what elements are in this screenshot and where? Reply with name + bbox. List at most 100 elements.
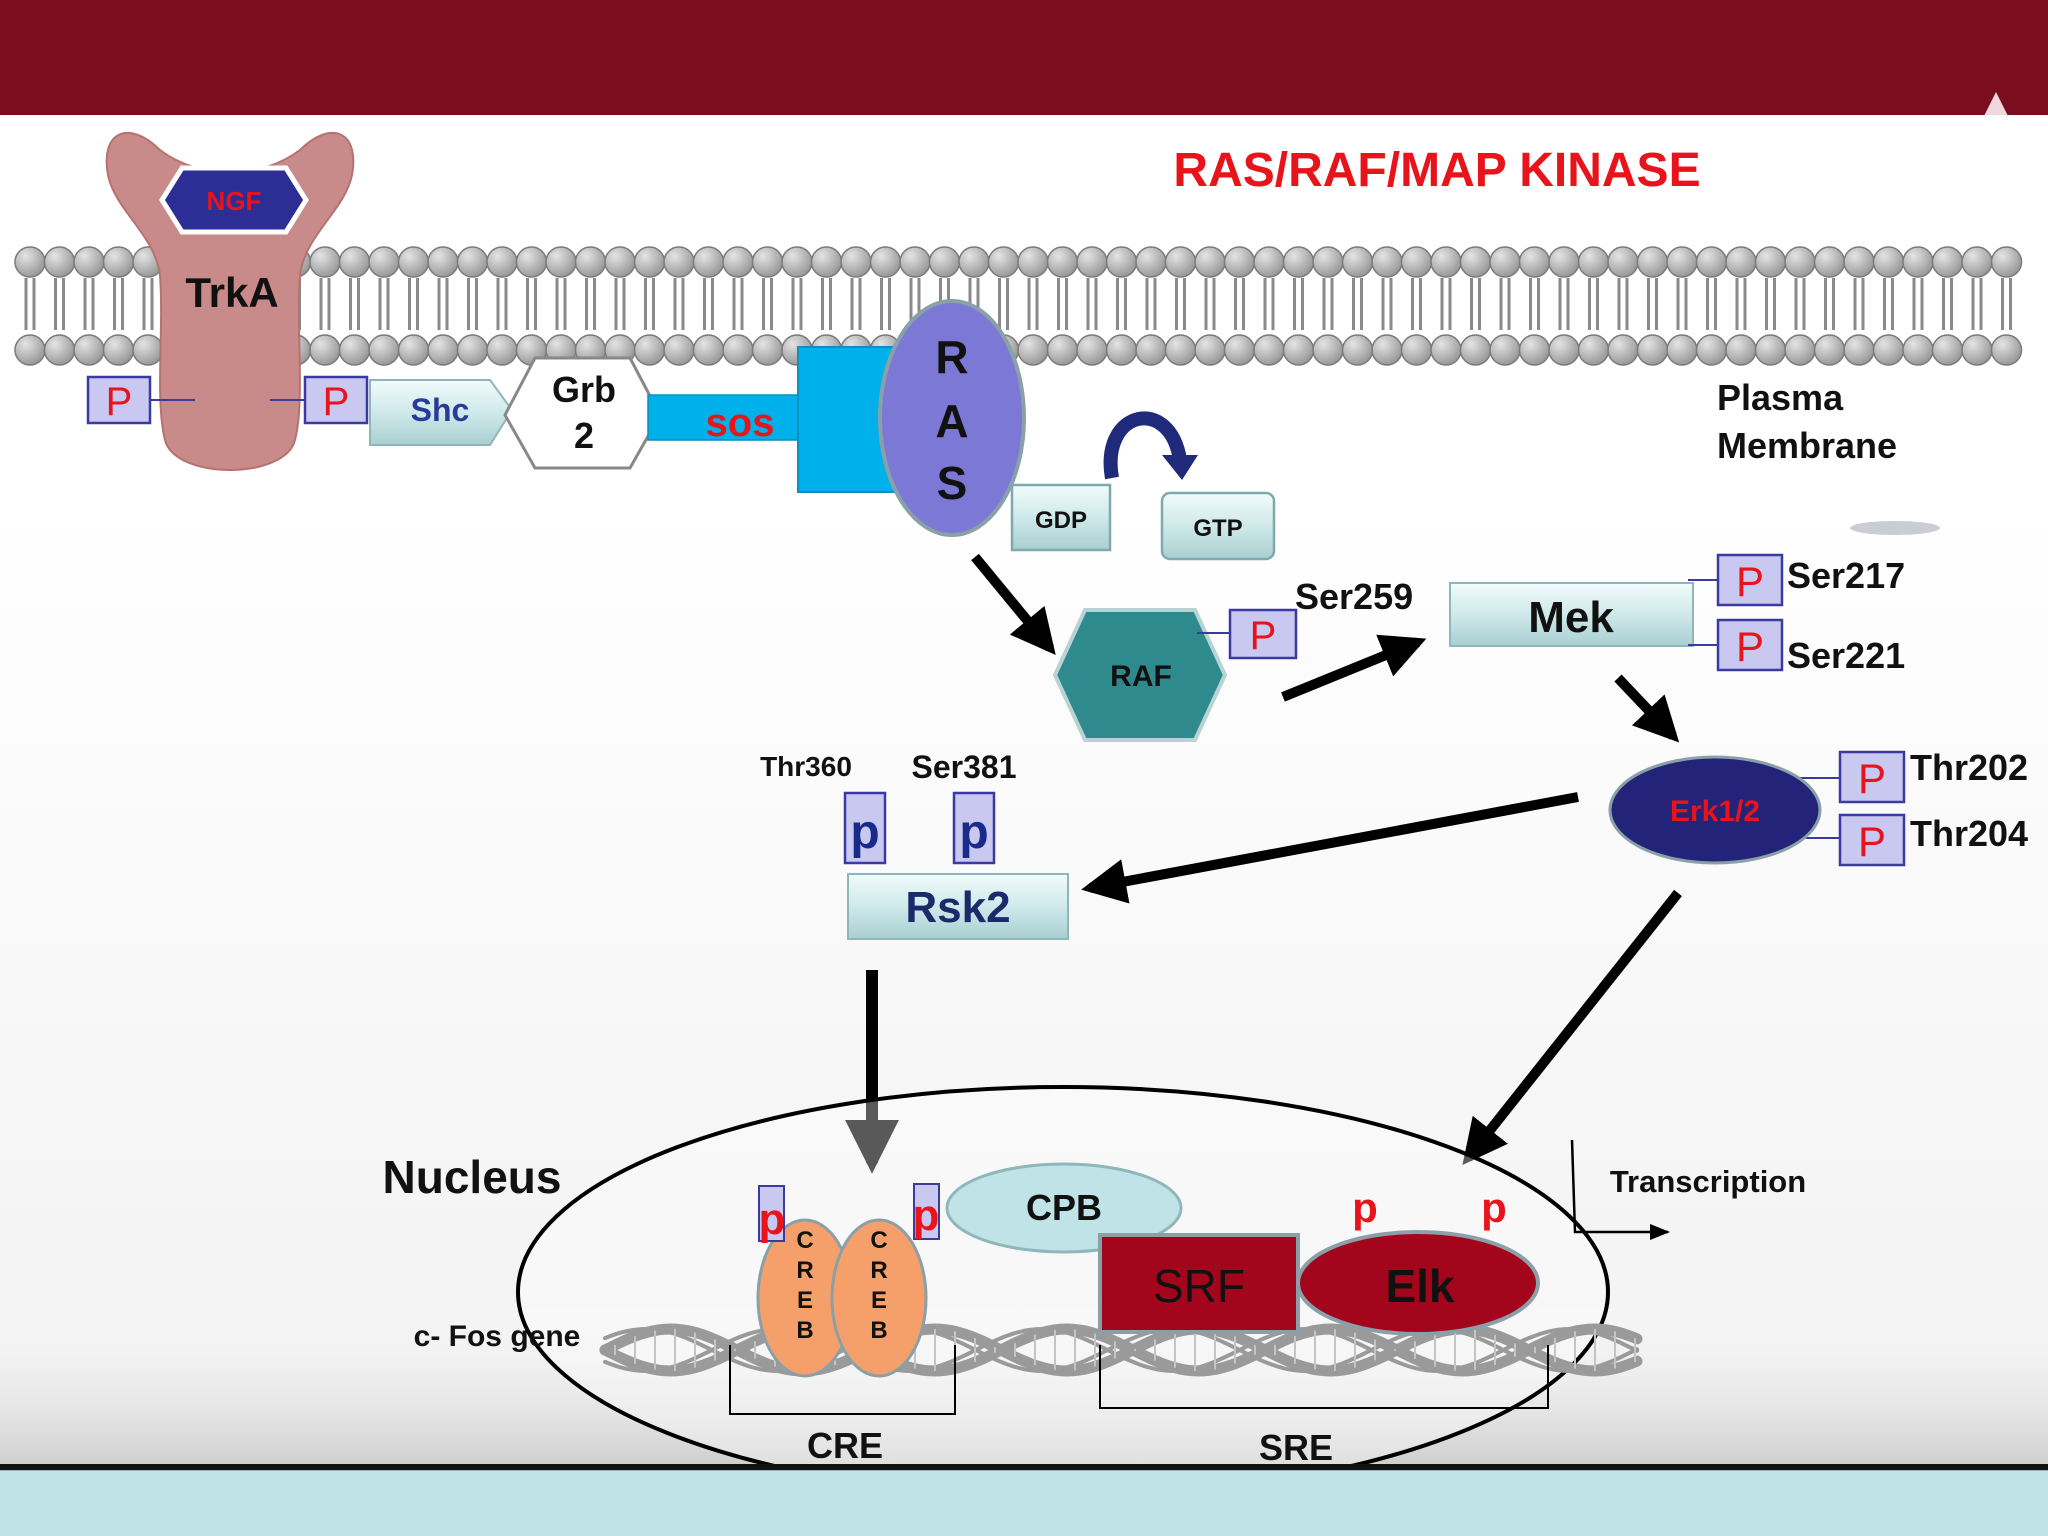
phospho-label: P [1858, 818, 1886, 865]
creb-letter: C [796, 1227, 813, 1254]
gtp-label: GTP [1193, 515, 1242, 542]
phospho-tag [86, 375, 152, 425]
mek-site-label: Ser221 [1787, 635, 1905, 676]
gdp-box [1010, 483, 1112, 552]
lipid-molecule [368, 246, 400, 366]
phospho-tag [843, 791, 887, 865]
gdp-label: GDP [1035, 507, 1087, 534]
lipid-molecule [751, 246, 784, 366]
lipid-molecule [309, 246, 341, 366]
shc-label: Shc [411, 392, 470, 428]
mek-label: Mek [1528, 593, 1614, 642]
cpb-protein [945, 1162, 1183, 1254]
phospho-label: p [850, 806, 879, 859]
lipid-molecule [1430, 246, 1462, 366]
phospho-label: p [1481, 1184, 1507, 1231]
lipid-molecule [1371, 246, 1403, 366]
lipid-molecule [1459, 246, 1492, 366]
phospho-label: p [759, 1195, 786, 1244]
gene-label: c- Fos gene [414, 1320, 581, 1353]
lipid-molecule [1607, 246, 1639, 366]
lipid-molecule [102, 246, 135, 366]
lipid-molecule [14, 246, 46, 366]
lipid-molecule [1046, 246, 1079, 366]
lipid-molecule [722, 246, 754, 366]
phospho-tag [1716, 553, 1784, 607]
ngf-label: NGF [207, 186, 262, 216]
arrow-mek-to-erk [1614, 674, 1680, 743]
lipid-molecule [692, 246, 725, 366]
creb-letter: E [797, 1287, 813, 1314]
elk-label: Elk [1385, 1260, 1454, 1312]
phospho-label: p [959, 806, 988, 859]
lipid-molecule [1489, 246, 1521, 366]
lipid-molecule [338, 246, 371, 366]
srf-protein [1098, 1233, 1300, 1334]
cre-bracket [729, 1345, 956, 1415]
arrow-raf-to-mek [1281, 634, 1427, 702]
arrow-erk-to-elk [1462, 889, 1682, 1166]
rsk2-site-label: Thr360 [760, 751, 852, 782]
phospho-label: P [323, 380, 350, 424]
lipid-molecule [1223, 246, 1256, 366]
elk-protein [1296, 1230, 1540, 1336]
lipid-molecule [1636, 246, 1669, 366]
lipid-molecule [1725, 246, 1757, 366]
footer-bar [0, 1470, 2048, 1536]
creb-letter: R [796, 1257, 813, 1284]
rsk2-kinase [847, 873, 1069, 940]
creb-letter: B [796, 1317, 813, 1344]
lipid-molecule [427, 246, 459, 366]
lipid-molecule [1164, 246, 1197, 366]
ras-letter: S [937, 457, 968, 509]
phospho-label: P [1858, 755, 1886, 802]
header-bar [0, 0, 2048, 115]
phospho-label: p [1352, 1184, 1378, 1231]
lipid-molecule [1843, 246, 1875, 366]
phospho-tag [303, 375, 369, 425]
phospho-tag [1716, 618, 1784, 672]
grb2-label-line1: Grb [552, 369, 616, 410]
raf-kinase [1052, 608, 1228, 742]
raf-site-label: Ser259 [1295, 576, 1413, 617]
sre-bracket [1099, 1345, 1549, 1409]
lipid-molecule [1548, 246, 1580, 366]
ras-letter: R [935, 331, 968, 383]
phospho-tag [1838, 750, 1906, 804]
phospho-tag [1838, 813, 1906, 867]
trka-label: TrkA [185, 269, 278, 316]
grb2-label-line2: 2 [574, 415, 594, 456]
creb-protein [830, 1218, 928, 1378]
erk-site-label: Thr202 [1910, 747, 2028, 788]
lipid-molecule [633, 246, 666, 366]
erk-site-label: Thr204 [1910, 813, 2028, 854]
ras-protein [878, 299, 1026, 537]
creb-letter: B [870, 1317, 887, 1344]
lipid-molecule [1902, 246, 1934, 366]
erk-kinase [1608, 755, 1822, 865]
lipid-molecule [1813, 246, 1846, 366]
header-logo-mark [1984, 92, 2008, 116]
floor-shade [0, 1300, 2048, 1464]
sos-label: sos [706, 401, 775, 445]
page-title: RAS/RAF/MAP KINASE [1173, 144, 1700, 197]
lipid-molecule [1076, 246, 1108, 366]
phospho-label: P [1250, 614, 1277, 658]
lipid-molecule [1695, 246, 1728, 366]
phospho-label: P [106, 380, 133, 424]
arrow-erk-to-rsk2 [1081, 792, 1579, 904]
phospho-label: P [1736, 558, 1764, 605]
shc-adaptor [369, 379, 514, 446]
arrow-ras-to-raf [971, 553, 1056, 655]
lipid-molecule [1872, 246, 1905, 366]
phospho-tag [1228, 608, 1298, 660]
phospho-label: P [1736, 623, 1764, 670]
exchange-arrowhead [1162, 455, 1198, 480]
lipid-molecule [1518, 246, 1551, 366]
rsk2-site-label: Ser381 [912, 749, 1017, 785]
sos-protein [647, 394, 799, 441]
lipid-molecule [1666, 246, 1698, 366]
plasma-membrane-label-line1: Plasma [1717, 377, 1844, 418]
